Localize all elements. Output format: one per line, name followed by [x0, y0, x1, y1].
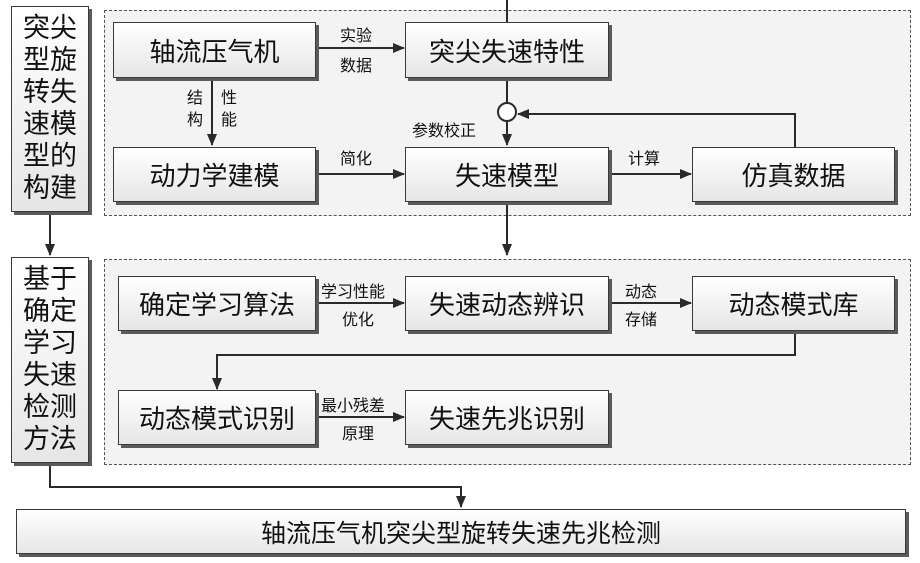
- precursor-recognition-node: 失速先兆识别: [405, 390, 609, 445]
- stall-characteristic-node: 突尖失速特性: [405, 22, 609, 78]
- edge-label-learning-performance: 学习性能: [321, 282, 386, 301]
- dynamics-modeling-node: 动力学建模: [113, 147, 316, 202]
- library-to-recognition-arrow: [212, 332, 796, 390]
- stall-model-node: 失速模型: [405, 147, 609, 202]
- edge-label-structure-2: 构: [187, 110, 204, 129]
- edge-label-min-residual: 最小残差: [321, 396, 386, 415]
- edge-label-performance-2: 能: [221, 110, 238, 129]
- dynamic-pattern-recognition-node: 动态模式识别: [118, 390, 316, 445]
- edge-label-compute: 计算: [628, 149, 661, 168]
- edge-label-data: 数据: [340, 56, 373, 75]
- detection-method-text: 基于确定学习失速检测方法: [23, 264, 77, 455]
- edge-label-dynamic: 动态: [625, 282, 658, 301]
- edge-label-simplify: 简化: [340, 149, 373, 168]
- simulation-data-node: 仿真数据: [692, 147, 895, 202]
- edge-label-parameter-calibration: 参数校正: [412, 121, 477, 140]
- model-construction-label: 突尖型旋转失速模型的构建: [11, 6, 89, 212]
- dynamic-pattern-library-node: 动态模式库: [692, 276, 895, 331]
- summing-junction: [497, 102, 517, 122]
- model-construction-text: 突尖型旋转失速模型的构建: [23, 13, 77, 204]
- compressor-node: 轴流压气机: [113, 22, 316, 78]
- edge-label-structure-1: 结: [187, 88, 204, 107]
- detection-method-label: 基于确定学习失速检测方法: [11, 257, 89, 463]
- final-detection-node: 轴流压气机突尖型旋转失速先兆检测: [16, 509, 906, 554]
- stall-dynamics-identification-node: 失速动态辨识: [405, 276, 609, 331]
- edge-label-performance-1: 性: [221, 88, 238, 107]
- edge-label-store: 存储: [625, 310, 658, 329]
- side-to-final-arrow: [49, 462, 466, 508]
- edge-label-principle: 原理: [342, 424, 375, 443]
- edge-label-optimize: 优化: [342, 310, 375, 329]
- learning-algorithm-node: 确定学习算法: [118, 276, 316, 331]
- edge-label-experiment: 实验: [340, 26, 373, 45]
- simulation-feedback-arrow: [517, 109, 796, 147]
